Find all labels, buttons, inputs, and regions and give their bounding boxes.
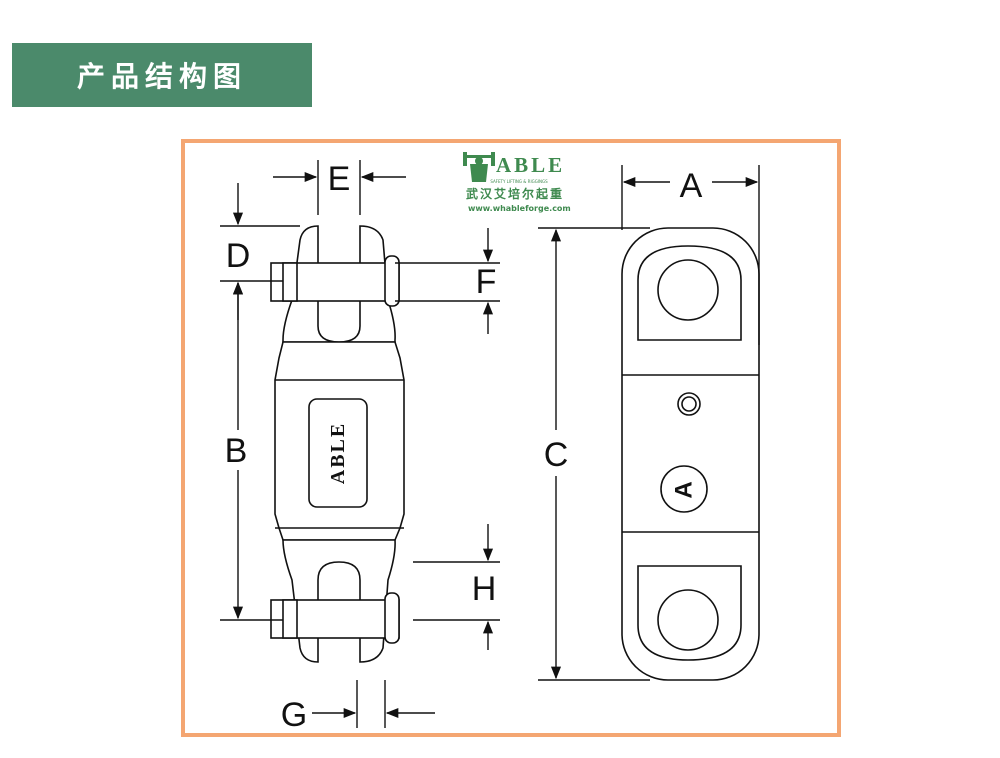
title-banner: 产品结构图 — [12, 43, 312, 107]
dimension-label-g: G — [281, 696, 307, 734]
dimension-label-f: F — [476, 263, 497, 301]
dimension-label-e: E — [328, 160, 351, 198]
side-mark-text: A — [670, 481, 697, 498]
logo-website: www.whableforge.com — [468, 204, 571, 213]
page-title: 产品结构图 — [76, 60, 247, 93]
strongman-icon — [463, 152, 495, 182]
brand-logo: ABLE SAFETY LIFTING & RIGGINGS 武汉艾培尔起重 w… — [463, 152, 571, 213]
logo-tagline: SAFETY LIFTING & RIGGINGS — [490, 179, 548, 184]
dimension-label-b: B — [225, 432, 248, 470]
logo-brand-text: ABLE — [496, 153, 565, 177]
shackle-side-view — [621, 227, 760, 681]
dimension-label-d: D — [226, 237, 251, 275]
shackle-front-view — [270, 225, 405, 663]
dimension-label-c: C — [544, 436, 569, 474]
logo-company-name: 武汉艾培尔起重 — [466, 186, 564, 201]
dimension-label-a: A — [680, 167, 703, 205]
dimension-lines — [220, 160, 760, 728]
dimension-label-h: H — [472, 570, 497, 608]
body-stamp-text: ABLE — [327, 422, 349, 484]
